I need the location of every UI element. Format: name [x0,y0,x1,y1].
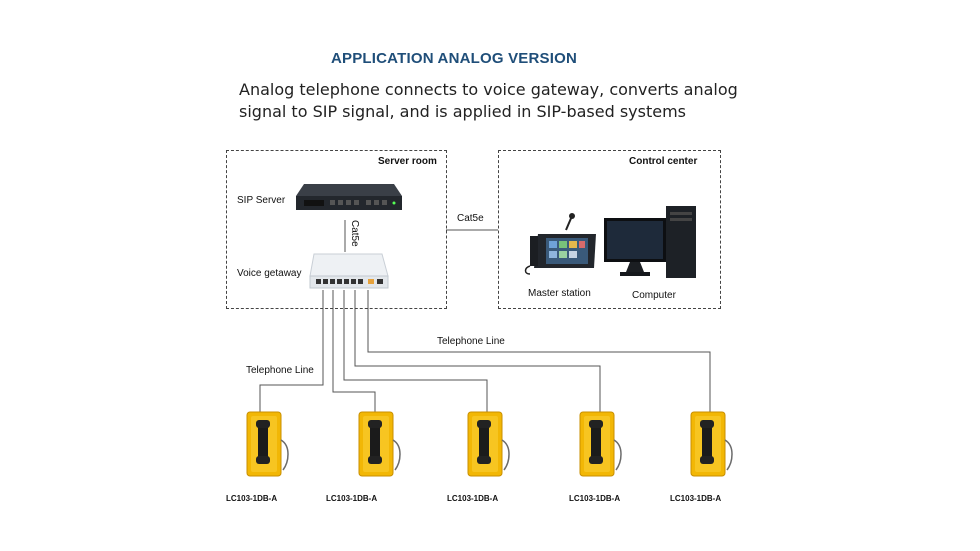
page-subtitle: Analog telephone connects to voice gatew… [239,80,738,121]
phone-model-label: LC103-1DB-A [569,494,621,503]
phone-line-2 [332,290,376,412]
phone-model-label: LC103-1DB-A [670,494,722,503]
server-cable-label: Cat5e [349,220,360,247]
control-center-label: Control center [629,156,698,167]
computer-label: Computer [632,290,676,301]
phone-line-5 [367,290,711,412]
phone-line-4 [354,290,601,412]
phone-line-3 [343,290,488,412]
master-station-label: Master station [528,288,591,299]
sip-server-icon [296,184,402,210]
emergency-phone-icon [358,411,401,477]
master-station-icon [524,213,596,275]
phone-model-label: LC103-1DB-A [326,494,378,503]
computer-icon [604,206,696,278]
phone-model-label: LC103-1DB-A [447,494,499,503]
cat5e-link-label: Cat5e [457,213,484,224]
emergency-phone-icon [246,411,289,477]
phone-model-label: LC103-1DB-A [226,494,278,503]
control-center-box [498,150,721,309]
server-room-label: Server room [378,156,437,167]
page-title: APPLICATION ANALOG VERSION [330,50,578,67]
emergency-phone-icon [579,411,622,477]
telephone-line-label: Telephone Line [437,336,505,347]
phone-line-1 [259,290,324,412]
server-room-box [226,150,447,309]
voice-gateway-icon [309,253,389,289]
telephone-line-label: Telephone Line [246,365,314,376]
emergency-phone-icon [690,411,733,477]
emergency-phone-icon [467,411,510,477]
sip-server-label: SIP Server [237,195,286,206]
voice-gateway-label: Voice getaway [237,268,302,279]
